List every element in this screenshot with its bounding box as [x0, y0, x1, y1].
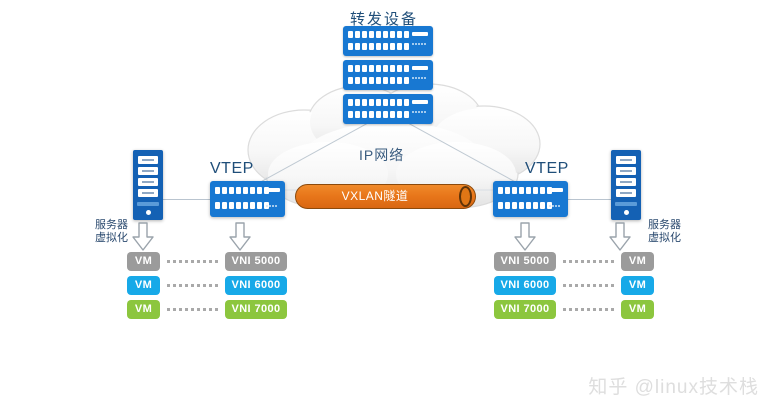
right-server-switch-link — [566, 199, 611, 200]
watermark: 知乎 @linux技术栈 — [588, 377, 759, 398]
left-server-virtualization-label: 服务器 虚拟化 — [95, 219, 128, 245]
right-vm-pill[interactable]: VM — [621, 300, 654, 319]
left-vm-pill[interactable]: VM — [127, 252, 160, 271]
left-vtep-switch-icon — [210, 181, 285, 217]
switch-unit — [343, 60, 433, 90]
right-vni-pill[interactable]: VNI 7000 — [494, 300, 556, 319]
left-vni-pill[interactable]: VNI 6000 — [225, 276, 287, 295]
mapping-dotted-line — [167, 300, 218, 319]
right-mapping-row: VNI 6000 VM — [494, 276, 654, 295]
right-vni-pill[interactable]: VNI 5000 — [494, 252, 556, 271]
mapping-dotted-line — [167, 252, 218, 271]
mapping-dotted-line — [563, 252, 614, 271]
ip-network-label: IP网络 — [359, 147, 405, 163]
left-vtep-label: VTEP — [210, 160, 254, 177]
right-vtep-label: VTEP — [525, 160, 569, 177]
right-vni-pill[interactable]: VNI 6000 — [494, 276, 556, 295]
mapping-dotted-line — [167, 276, 218, 295]
right-mapping-row: VNI 7000 VM — [494, 300, 654, 319]
right-vm-pill[interactable]: VM — [621, 276, 654, 295]
switch-unit — [343, 94, 433, 124]
left-mapping-row: VM VNI 5000 — [127, 252, 287, 271]
right-server-label-line1: 服务器 — [648, 219, 681, 231]
right-vm-down-arrow-icon — [608, 222, 632, 257]
right-server-tower-icon — [611, 150, 641, 220]
left-vni-pill[interactable]: VNI 5000 — [225, 252, 287, 271]
core-device-label: 转发设备 — [350, 11, 419, 28]
right-server-label-line2: 虚拟化 — [648, 232, 681, 244]
left-vm-pill[interactable]: VM — [127, 276, 160, 295]
left-vm-down-arrow-icon — [131, 222, 155, 257]
left-server-switch-link — [163, 199, 210, 200]
switch-unit — [343, 26, 433, 56]
left-server-label-line2: 虚拟化 — [95, 232, 128, 244]
right-vm-pill[interactable]: VM — [621, 252, 654, 271]
switch-stack-icon — [343, 26, 433, 124]
vxlan-tunnel: VXLAN隧道 — [295, 184, 476, 209]
right-server-virtualization-label: 服务器 虚拟化 — [648, 219, 681, 245]
mapping-dotted-line — [563, 300, 614, 319]
tunnel-endcap-icon — [459, 186, 472, 207]
right-mapping-row: VNI 5000 VM — [494, 252, 654, 271]
right-vni-down-arrow-icon — [513, 222, 537, 257]
mapping-dotted-line — [563, 276, 614, 295]
vxlan-tunnel-label: VXLAN隧道 — [341, 189, 409, 203]
left-mapping-row: VM VNI 6000 — [127, 276, 287, 295]
tunnel-body — [295, 184, 476, 209]
left-vni-pill[interactable]: VNI 7000 — [225, 300, 287, 319]
left-server-tower-icon — [133, 150, 163, 220]
left-vni-down-arrow-icon — [228, 222, 252, 257]
left-mapping-row: VM VNI 7000 — [127, 300, 287, 319]
left-server-label-line1: 服务器 — [95, 219, 128, 231]
right-vtep-switch-icon — [493, 181, 568, 217]
left-vm-pill[interactable]: VM — [127, 300, 160, 319]
